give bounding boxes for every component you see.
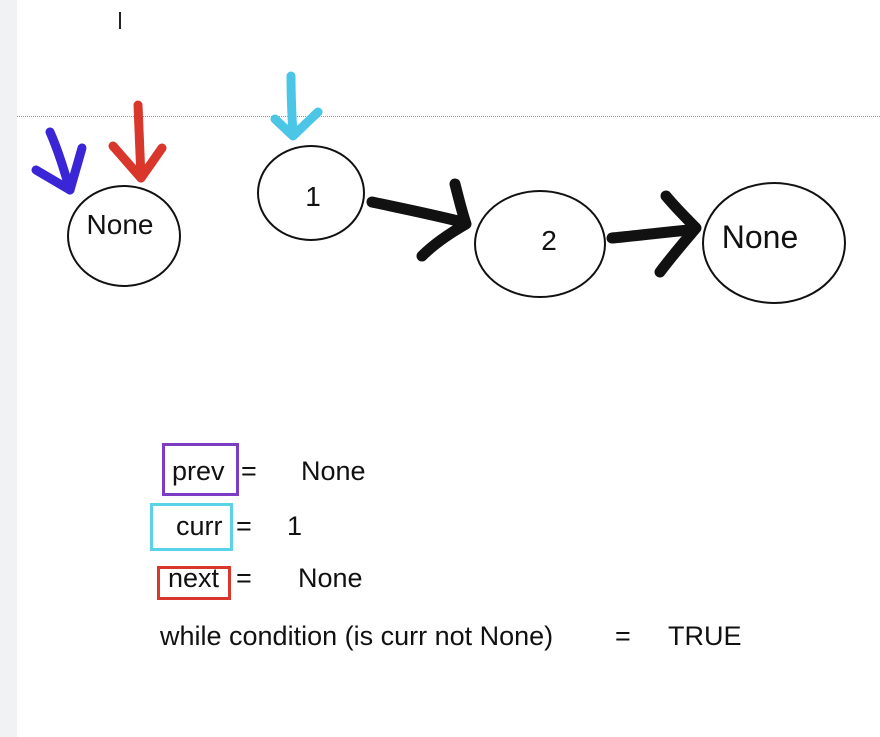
curr-line: curr = 1 (0, 513, 880, 543)
condition-line: while condition (is curr not None) = TRU… (0, 623, 880, 653)
next-line: next = None (0, 565, 880, 595)
next-label: next (168, 563, 220, 593)
prev-pointer-arrow (31, 127, 87, 195)
text-cursor (119, 12, 121, 29)
condition-label: while condition (is curr not None) (160, 621, 554, 651)
node-none-right: None (702, 182, 846, 304)
prev-equals: = (241, 456, 257, 486)
node-1: 1 (257, 145, 365, 241)
node-1-label: 1 (305, 181, 321, 212)
prev-highlight-box (162, 443, 239, 496)
node-none-left: None (67, 185, 181, 287)
condition-equals: = (615, 621, 631, 651)
next-highlight-box (157, 566, 231, 600)
drawing-canvas[interactable] (17, 0, 880, 737)
curr-pointer-arrow (270, 71, 323, 141)
link-arrow-1-to-2 (366, 178, 472, 262)
curr-value: 1 (287, 511, 303, 541)
link-arrow-2-to-none (606, 190, 702, 278)
node-2: 2 (474, 190, 606, 298)
curr-highlight-box (150, 503, 233, 551)
next-value: None (298, 563, 363, 593)
next-pointer-arrow (108, 100, 167, 183)
prev-label: prev (172, 456, 225, 486)
node-none-right-label: None (722, 219, 799, 255)
page-break-line (17, 116, 880, 117)
node-none-left-label: None (87, 209, 154, 240)
curr-equals: = (236, 511, 252, 541)
curr-label: curr (176, 511, 223, 541)
condition-value: TRUE (668, 621, 742, 651)
prev-value: None (301, 456, 366, 486)
node-2-label: 2 (541, 225, 557, 256)
prev-line: prev = None (0, 458, 880, 488)
next-equals: = (236, 563, 252, 593)
